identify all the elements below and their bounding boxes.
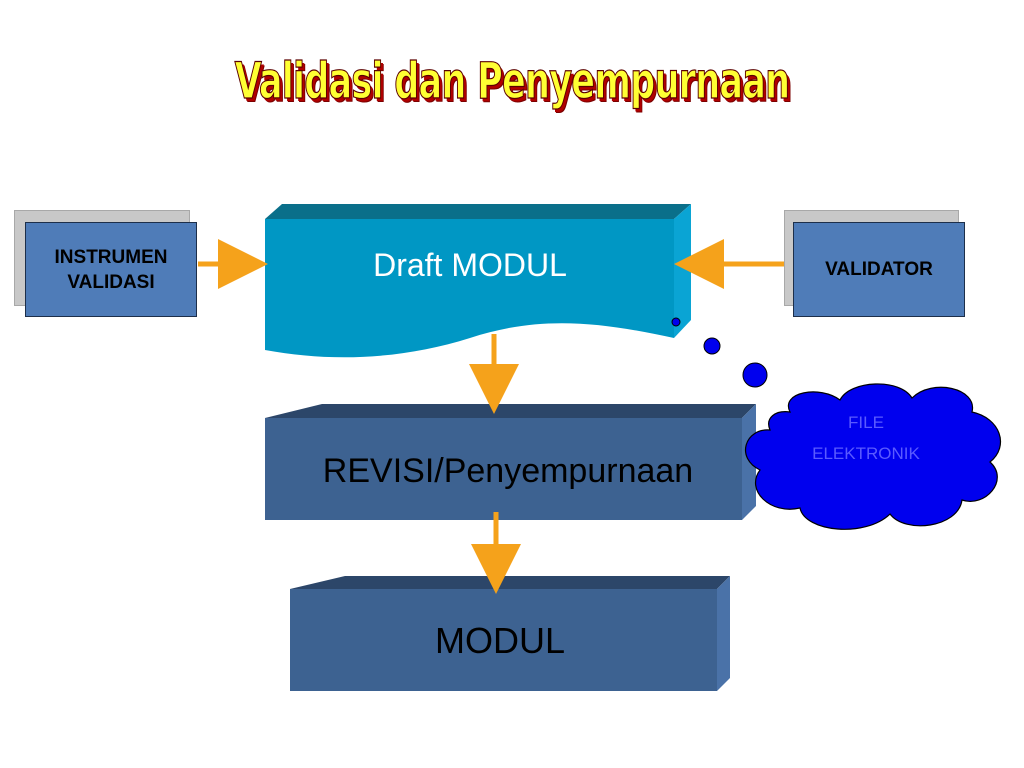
- file-elektronik-cloud: FILE ELEKTRONIK: [744, 383, 1001, 530]
- draft-modul-node: Draft MODUL: [265, 204, 691, 358]
- cloud-label-line2: ELEKTRONIK: [812, 444, 920, 463]
- modul-top-face: [290, 576, 730, 589]
- page-title: Validasi dan Penyempurnaan: [234, 51, 791, 110]
- cloud-label-line1: FILE: [848, 413, 884, 432]
- modul-front-face: [290, 589, 717, 691]
- draft-top-face: [265, 204, 691, 219]
- revisi-top-face: [265, 404, 756, 418]
- draft-modul-label: Draft MODUL: [373, 247, 567, 283]
- cloud-shape: [744, 383, 1001, 530]
- thought-dot-small: [671, 317, 681, 327]
- thought-dot-large: [742, 362, 768, 388]
- instrumen-validasi-label: INSTRUMEN VALIDASI: [25, 222, 197, 317]
- validator-label: VALIDATOR: [793, 222, 965, 317]
- revisi-label: REVISI/Penyempurnaan: [323, 452, 693, 490]
- revisi-front-face: [265, 418, 742, 520]
- thought-dot-medium: [703, 337, 721, 355]
- revisi-node: REVISI/Penyempurnaan: [265, 404, 756, 520]
- modul-node: MODUL: [290, 576, 730, 691]
- modul-side-face: [717, 576, 730, 691]
- modul-label: MODUL: [435, 620, 565, 661]
- draft-front-face: [265, 219, 674, 358]
